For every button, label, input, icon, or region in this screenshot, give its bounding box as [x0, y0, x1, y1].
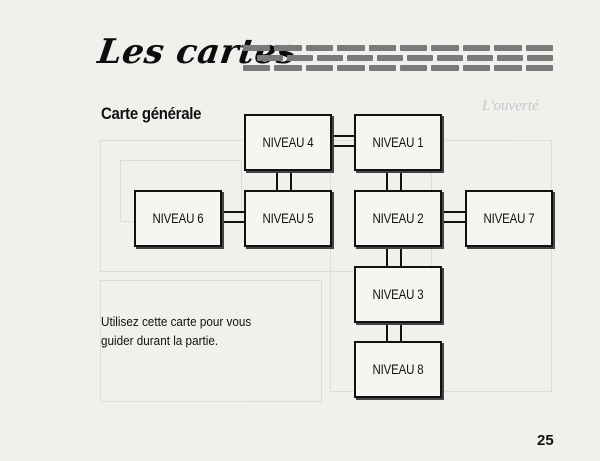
bleed-through-diagram	[100, 140, 560, 410]
level-4-box: NIVEAU 4	[244, 114, 332, 171]
level-2-box: NIVEAU 2	[354, 190, 442, 247]
level-6-box: NIVEAU 6	[134, 190, 222, 247]
level-7-box: NIVEAU 7	[465, 190, 553, 247]
bleed-through-heading: L'ouverté	[482, 98, 539, 114]
section-heading: Carte générale	[101, 104, 202, 123]
level-2-label: NIVEAU 2	[372, 211, 424, 226]
level-4-label: NIVEAU 4	[262, 135, 314, 150]
level-8-label: NIVEAU 8	[372, 362, 424, 377]
page-number: 25	[537, 432, 554, 449]
map-description: Utilisez cette carte pour vous guider du…	[101, 314, 252, 348]
level-5-label: NIVEAU 5	[262, 211, 314, 226]
connector-6-5	[218, 211, 244, 223]
level-1-box: NIVEAU 1	[354, 114, 442, 171]
connector-4-5	[276, 168, 292, 192]
level-3-label: NIVEAU 3	[372, 287, 424, 302]
connector-2-3	[386, 244, 402, 268]
connector-2-7	[438, 211, 465, 223]
level-6-label: NIVEAU 6	[152, 211, 204, 226]
connector-1-2	[386, 168, 402, 192]
level-8-box: NIVEAU 8	[354, 341, 442, 398]
level-5-box: NIVEAU 5	[244, 190, 332, 247]
level-3-box: NIVEAU 3	[354, 266, 442, 323]
brick-decoration	[243, 45, 554, 73]
connector-4-1	[329, 135, 356, 147]
level-1-label: NIVEAU 1	[372, 135, 424, 150]
connector-3-8	[386, 319, 402, 343]
level-7-label: NIVEAU 7	[483, 211, 535, 226]
